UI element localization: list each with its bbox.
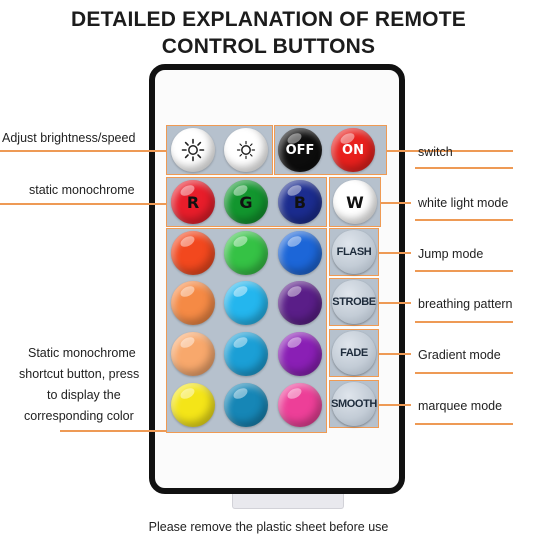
fade-label: FADE (340, 347, 368, 359)
label-shortcut-line-4: corresponding color (24, 409, 134, 423)
color-button-r2c1[interactable] (171, 281, 215, 325)
flash-label: FLASH (336, 246, 372, 258)
leader-gradient-under (415, 372, 513, 374)
plastic-sheet-tab[interactable] (232, 494, 344, 509)
label-static-monochrome: static monochrome (29, 183, 135, 197)
label-gradient-mode: Gradient mode (418, 348, 501, 362)
strobe-label: STROBE (332, 296, 376, 308)
green-label: G (239, 192, 253, 212)
brightness-down-button[interactable] (224, 128, 268, 172)
label-switch: switch (418, 145, 453, 159)
color-button-r2c2[interactable] (224, 281, 268, 325)
label-shortcut-line-1: Static monochrome (28, 346, 136, 360)
label-jump-mode: Jump mode (418, 247, 484, 261)
leader-shortcut (60, 430, 166, 432)
label-adjust-brightness: Adjust brightness/speed (2, 131, 136, 145)
leader-jump (379, 252, 411, 254)
color-button-r3c3[interactable] (278, 332, 322, 376)
brightness-down-icon (236, 140, 256, 160)
brightness-up-button[interactable] (171, 128, 215, 172)
leader-breathing-under (415, 321, 513, 323)
leader-white (381, 202, 411, 204)
leader-jump-under (415, 270, 513, 272)
page-title: DETAILED EXPLANATION OF REMOTE CONTROL B… (0, 6, 537, 60)
on-label: ON (342, 142, 364, 158)
color-button-r1c2[interactable] (224, 231, 268, 275)
color-button-r4c2[interactable] (224, 383, 268, 427)
leader-brightness (0, 150, 166, 152)
red-button[interactable]: R (171, 180, 215, 224)
color-button-r3c2[interactable] (224, 332, 268, 376)
brightness-up-icon (181, 138, 205, 162)
title-line-2: CONTROL BUTTONS (161, 35, 376, 58)
footer-note: Please remove the plastic sheet before u… (148, 520, 389, 534)
red-label: R (186, 192, 200, 212)
blue-label: B (293, 192, 307, 212)
title-line-1: DETAILED EXPLANATION OF REMOTE (71, 8, 466, 31)
off-button[interactable]: OFF (278, 128, 322, 172)
leader-switch-under (415, 167, 513, 169)
flash-button[interactable]: FLASH (332, 230, 376, 274)
fade-button[interactable]: FADE (332, 331, 376, 375)
label-shortcut-line-3: to display the (47, 388, 121, 402)
leader-gradient (379, 353, 411, 355)
strobe-button[interactable]: STROBE (332, 280, 376, 324)
label-marquee-mode: marquee mode (418, 399, 503, 413)
green-button[interactable]: G (224, 180, 268, 224)
color-button-r1c1[interactable] (171, 231, 215, 275)
color-button-r4c1[interactable] (171, 383, 215, 427)
label-shortcut-line-2: shortcut button, press (19, 367, 140, 381)
leader-static (0, 203, 166, 205)
off-label: OFF (285, 142, 315, 158)
label-breathing-pattern: breathing pattern (418, 297, 513, 311)
smooth-label: SMOOTH (331, 398, 377, 410)
white-button[interactable]: W (333, 180, 377, 224)
white-label: W (346, 192, 364, 212)
leader-breathing (379, 302, 411, 304)
blue-button[interactable]: B (278, 180, 322, 224)
color-button-r3c1[interactable] (171, 332, 215, 376)
color-button-r2c3[interactable] (278, 281, 322, 325)
leader-switch (387, 150, 513, 152)
label-white-light-mode: white light mode (418, 196, 509, 210)
color-button-r4c3[interactable] (278, 383, 322, 427)
color-button-r1c3[interactable] (278, 231, 322, 275)
leader-marquee (379, 404, 411, 406)
smooth-button[interactable]: SMOOTH (331, 382, 377, 426)
leader-marquee-under (415, 423, 513, 425)
leader-white-under (415, 219, 513, 221)
on-button[interactable]: ON (331, 128, 375, 172)
